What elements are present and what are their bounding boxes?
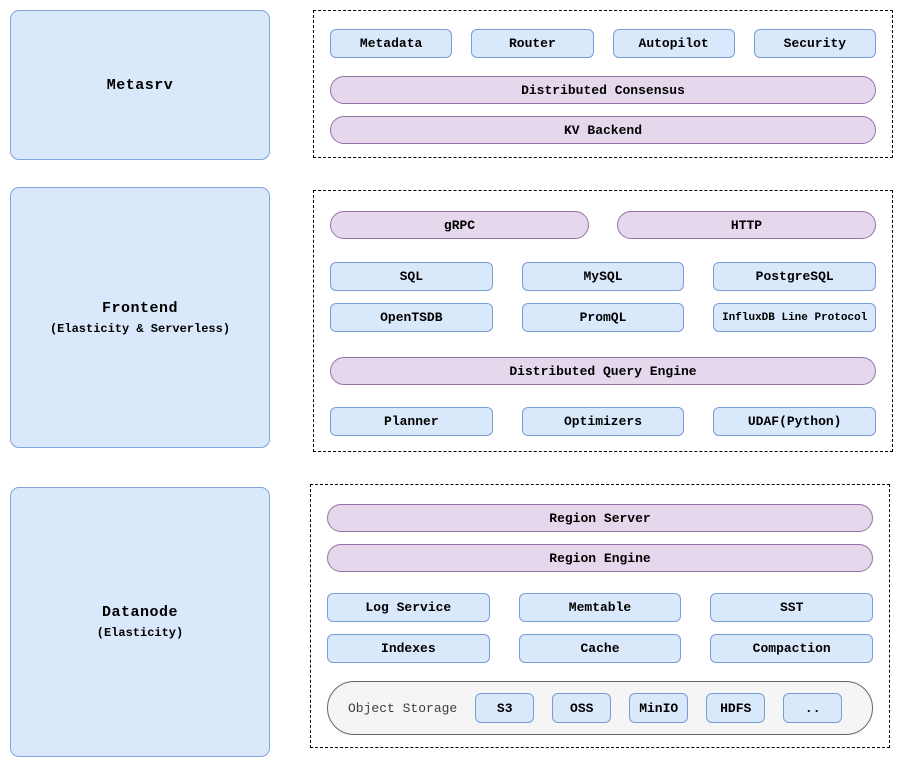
chip-memtable: Memtable [518,593,682,622]
metasrv-panel: Metadata Router Autopilot Security Distr… [313,10,893,158]
chip-log-service: Log Service [327,593,490,622]
frontend-transport-row: gRPC HTTP [330,211,876,239]
chip-sql: SQL [330,262,493,291]
metasrv-node: Metasrv [10,10,270,160]
chip-planner: Planner [330,407,493,436]
chip-s3: S3 [475,693,535,723]
chip-metadata: Metadata [330,29,453,58]
pill-http: HTTP [617,211,876,239]
chip-other-backends: .. [783,693,843,723]
chip-optimizers: Optimizers [521,407,685,436]
chip-opentsdb: OpenTSDB [330,303,493,332]
chip-router: Router [471,29,594,58]
datanode-subtitle: (Elasticity) [96,626,184,640]
frontend-engine-row: Planner Optimizers UDAF(Python) [330,407,877,436]
chip-postgresql: PostgreSQL [713,262,877,291]
object-storage-container: Object Storage S3 OSS MinIO HDFS .. [327,681,873,735]
chip-compaction: Compaction [710,634,874,663]
pill-grpc: gRPC [330,211,589,239]
frontend-subtitle: (Elasticity & Serverless) [49,321,231,336]
pill-distributed-consensus: Distributed Consensus [330,76,876,104]
pill-region-server: Region Server [327,504,873,532]
frontend-protocols-row-2: OpenTSDB PromQL InfluxDB Line Protocol [330,303,877,332]
datanode-components-row-1: Log Service Memtable SST [327,593,874,622]
metasrv-components-row: Metadata Router Autopilot Security [330,29,876,58]
chip-security: Security [753,29,876,58]
pill-region-engine: Region Engine [327,544,873,572]
datanode-components-row-2: Indexes Cache Compaction [327,634,874,663]
object-storage-label: Object Storage [348,700,458,716]
chip-sst: SST [710,593,874,622]
frontend-panel: gRPC HTTP SQL MySQL PostgreSQL OpenTSDB … [313,190,893,452]
chip-autopilot: Autopilot [612,29,735,58]
chip-mysql: MySQL [521,262,685,291]
chip-cache: Cache [518,634,682,663]
frontend-protocols-row-1: SQL MySQL PostgreSQL [330,262,877,291]
pill-distributed-query-engine: Distributed Query Engine [330,357,876,385]
pill-kv-backend: KV Backend [330,116,876,144]
chip-indexes: Indexes [327,634,490,663]
frontend-title: Frontend [101,299,178,317]
chip-promql: PromQL [521,303,685,332]
datanode-title: Datanode [101,604,178,621]
datanode-panel: Region Server Region Engine Log Service … [310,484,890,748]
chip-oss: OSS [552,693,612,723]
chip-udaf-python: UDAF(Python) [713,407,877,436]
chip-influxdb-line-protocol: InfluxDB Line Protocol [713,303,877,332]
chip-hdfs: HDFS [706,693,766,723]
datanode-node: Datanode (Elasticity) [10,487,270,757]
metasrv-title: Metasrv [106,76,174,94]
frontend-node: Frontend (Elasticity & Serverless) [10,187,270,448]
chip-minio: MinIO [629,693,689,723]
